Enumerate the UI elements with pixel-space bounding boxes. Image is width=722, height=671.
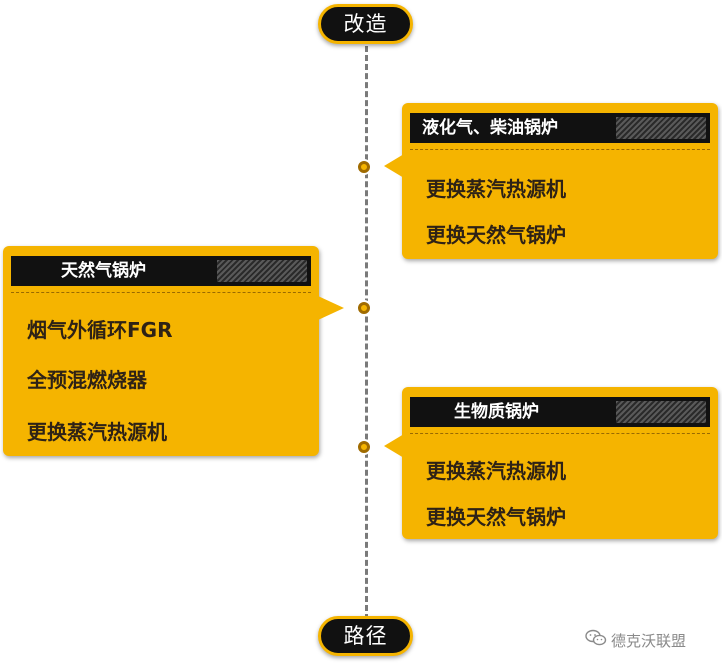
card-item: 更换天然气锅炉	[426, 505, 566, 529]
card-natural-gas-boiler: 天然气锅炉 烟气外循环FGR 全预混燃烧器 更换蒸汽热源机	[3, 246, 319, 456]
card-lpg-diesel-boiler: 液化气、柴油锅炉 更换蒸汽热源机 更换天然气锅炉	[402, 103, 718, 259]
card-header: 液化气、柴油锅炉	[410, 113, 710, 143]
card-item: 更换天然气锅炉	[426, 223, 566, 247]
card-pointer	[384, 154, 404, 178]
card-pointer	[318, 296, 344, 320]
timeline-node-3	[358, 441, 370, 453]
card-header: 生物质锅炉	[410, 397, 710, 427]
card-title: 天然气锅炉	[61, 261, 146, 281]
card-header: 天然气锅炉	[11, 256, 311, 286]
timeline-node-2	[358, 302, 370, 314]
header-hatch-decoration	[616, 401, 706, 423]
card-divider	[410, 433, 710, 434]
card-divider	[410, 149, 710, 150]
card-item: 更换蒸汽热源机	[426, 459, 566, 483]
card-item: 全预混燃烧器	[27, 368, 147, 392]
timeline-start-label: 改造	[318, 4, 413, 44]
card-title: 液化气、柴油锅炉	[422, 118, 558, 138]
wechat-icon	[585, 629, 611, 651]
card-item: 更换蒸汽热源机	[426, 177, 566, 201]
header-hatch-decoration	[217, 260, 307, 282]
card-pointer	[384, 434, 404, 458]
timeline-line	[365, 28, 368, 638]
card-divider	[11, 292, 311, 293]
card-item: 更换蒸汽热源机	[27, 420, 167, 444]
watermark-text: 德克沃联盟	[611, 631, 687, 650]
card-biomass-boiler: 生物质锅炉 更换蒸汽热源机 更换天然气锅炉	[402, 387, 718, 539]
timeline-end-label: 路径	[318, 616, 413, 656]
card-item: 烟气外循环FGR	[27, 318, 173, 342]
timeline-node-1	[358, 161, 370, 173]
header-hatch-decoration	[616, 117, 706, 139]
watermark: 德克沃联盟	[585, 628, 686, 652]
card-title: 生物质锅炉	[454, 402, 539, 422]
